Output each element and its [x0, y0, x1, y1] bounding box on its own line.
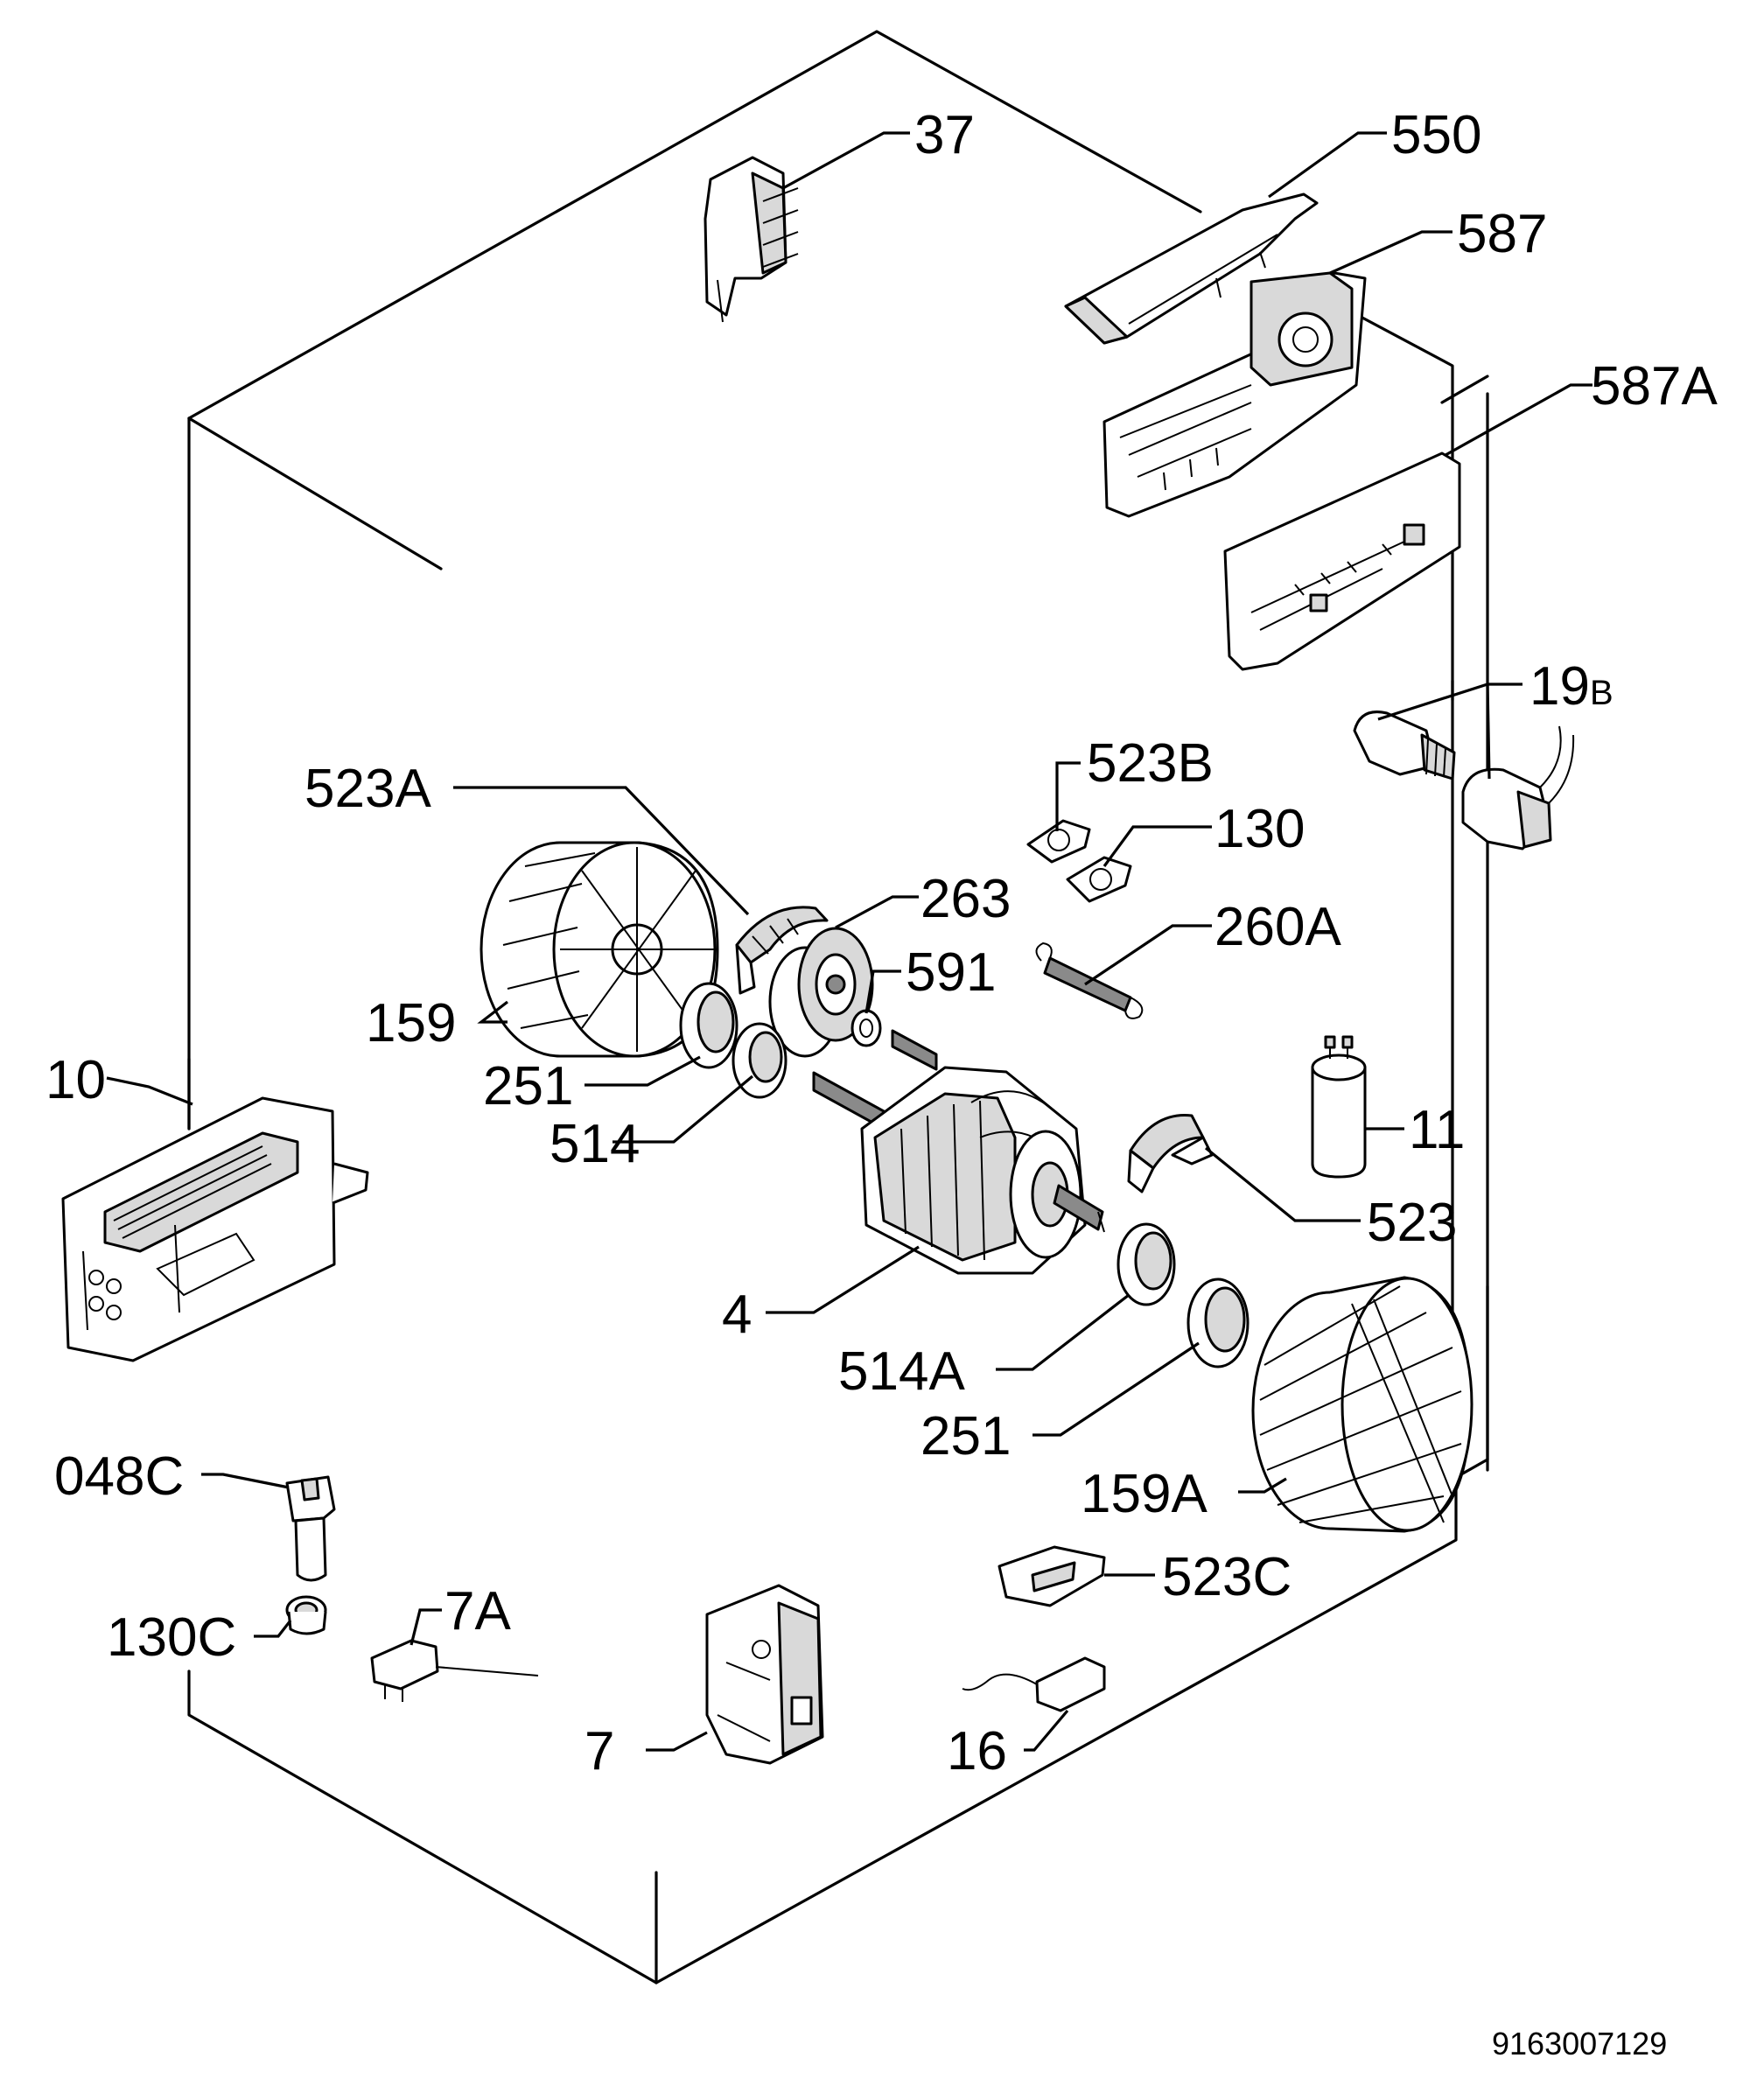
part-130-gasket — [1066, 856, 1132, 903]
part-11-capacitor — [1311, 1035, 1367, 1179]
part-251-ring-upper — [679, 982, 738, 1069]
part-130C-grommet — [285, 1595, 327, 1635]
label-514A: 514A — [838, 1341, 965, 1402]
label-251-upper: 251 — [483, 1056, 573, 1116]
part-587A-circuit-board — [1223, 452, 1461, 671]
label-587A: 587A — [1591, 356, 1718, 416]
label-130C: 130C — [107, 1607, 236, 1668]
leader-lines — [106, 131, 1592, 1752]
label-11: 11 — [1409, 1100, 1465, 1160]
part-523-bearing-shell — [1127, 1114, 1214, 1194]
label-523B: 523B — [1087, 733, 1214, 794]
part-159-fan — [480, 841, 719, 1058]
part-7A-microswitch — [370, 1639, 539, 1702]
part-587-control-module — [1102, 271, 1367, 518]
label-7A: 7A — [444, 1581, 511, 1642]
label-263: 263 — [920, 869, 1011, 929]
label-10: 10 — [46, 1050, 106, 1110]
label-514: 514 — [550, 1114, 640, 1174]
label-4: 4 — [722, 1284, 752, 1345]
label-591: 591 — [906, 942, 996, 1003]
part-523A-bearing-shell — [735, 906, 829, 995]
label-16: 16 — [947, 1721, 1007, 1782]
label-7: 7 — [584, 1721, 614, 1782]
part-550-cover — [1064, 192, 1319, 345]
label-523: 523 — [1367, 1193, 1457, 1253]
part-048C-sensor — [285, 1475, 336, 1582]
cabinet-outline — [187, 30, 1489, 1984]
label-260A: 260A — [1214, 897, 1341, 957]
label-523A: 523A — [304, 759, 431, 819]
label-19: 19B — [1530, 656, 1614, 717]
part-labels: 37 550 587 587A 19B 523B 130 523A 263 26… — [46, 105, 1718, 2062]
part-10-heater — [61, 1096, 369, 1362]
part-251-ring-lower — [1186, 1278, 1250, 1368]
label-251-lower: 251 — [920, 1406, 1011, 1466]
part-514-seal-upper — [732, 1022, 788, 1099]
label-159A: 159A — [1081, 1464, 1208, 1524]
label-048C: 048C — [54, 1446, 184, 1507]
part-16-switch — [962, 1656, 1106, 1712]
part-4-motor — [812, 1029, 1105, 1275]
part-591-washer — [850, 1009, 882, 1047]
label-130: 130 — [1214, 799, 1305, 859]
part-7-door-lock — [705, 1584, 824, 1765]
part-19B-lamp — [1353, 710, 1575, 850]
label-37: 37 — [914, 105, 975, 165]
label-550: 550 — [1391, 105, 1481, 165]
part-263-pulley — [768, 927, 874, 1058]
label-587: 587 — [1457, 204, 1547, 264]
part-523B-clip — [1026, 819, 1091, 864]
part-37-bracket — [704, 156, 799, 323]
part-159A-blower — [1251, 1276, 1474, 1533]
part-514A-seal — [1116, 1222, 1176, 1306]
part-523C-bracket — [998, 1545, 1106, 1607]
part-260A-spring — [1035, 942, 1144, 1019]
label-523C: 523C — [1162, 1547, 1292, 1607]
label-159: 159 — [366, 993, 456, 1054]
drawing-code: 9163007129 — [1492, 2026, 1667, 2062]
